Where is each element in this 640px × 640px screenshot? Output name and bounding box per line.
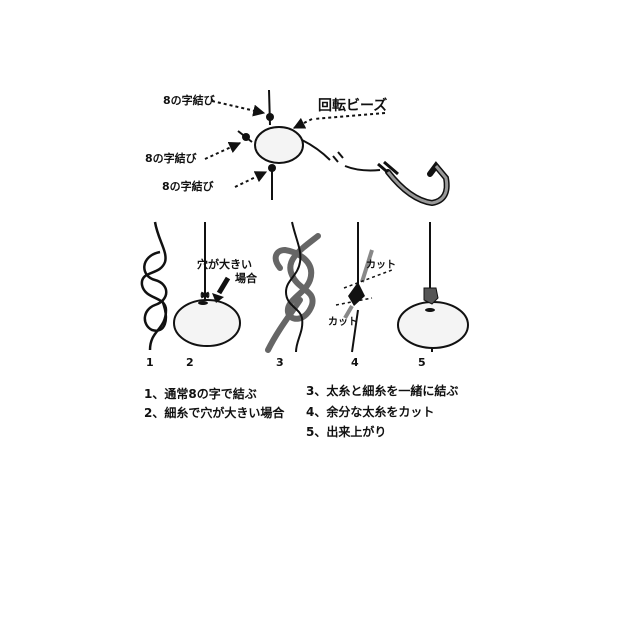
finished-knot bbox=[423, 287, 439, 305]
panel-3-double-knot: 3 bbox=[265, 221, 321, 369]
panel-4-cut-excess: カット カット 4 bbox=[328, 222, 396, 369]
panel-2-large-hole: 穴が大きい 場合 2 bbox=[173, 222, 258, 369]
knot-label-lower: 8の字結び bbox=[162, 179, 215, 193]
bead-label: 回転ビーズ bbox=[318, 97, 387, 114]
large-hole-label-1: 穴が大きい bbox=[197, 257, 252, 271]
large-hole-arrow bbox=[216, 276, 231, 295]
swivel-bead bbox=[254, 126, 304, 164]
cut-line-upper bbox=[343, 269, 393, 289]
pointer-upper bbox=[211, 100, 266, 117]
step-4-text: 4、余分な太糸をカット bbox=[306, 405, 435, 419]
panel-number-5: 5 bbox=[418, 356, 426, 369]
pointer-bead bbox=[292, 117, 313, 129]
step-5-text: 5、出来上がり bbox=[306, 425, 387, 439]
figure-eight-knot-upper bbox=[266, 113, 274, 121]
cut-label-lower: カット bbox=[328, 316, 358, 328]
step-1-text: 1、通常8の字で結ぶ bbox=[144, 387, 257, 401]
swivel-bead-assembly: 8の字結び 8の字結び 8の字結び 回転ビーズ bbox=[145, 89, 450, 207]
cut-label-upper: カット bbox=[366, 259, 396, 271]
panel-number-4: 4 bbox=[351, 356, 359, 369]
panel-number-1: 1 bbox=[146, 356, 154, 369]
cut-line-lower bbox=[335, 297, 373, 306]
panel-5-finished: 5 bbox=[397, 222, 469, 369]
pointer-lower bbox=[234, 171, 268, 188]
pointer-middle bbox=[204, 142, 242, 160]
panel-number-2: 2 bbox=[186, 356, 194, 369]
leader-line bbox=[301, 139, 331, 161]
knot-label-upper: 8の字結び bbox=[163, 93, 216, 107]
panel-2-bead bbox=[173, 299, 241, 347]
panel-number-3: 3 bbox=[276, 356, 284, 369]
panel-1-figure-eight: 1 bbox=[140, 221, 168, 369]
large-hole-label-2: 場合 bbox=[235, 271, 258, 285]
knot-label-middle: 8の字結び bbox=[145, 151, 198, 165]
step-3-text: 3、太糸と細糸を一緒に結ぶ bbox=[306, 384, 459, 398]
step-2-text: 2、細糸で穴が大きい場合 bbox=[144, 406, 285, 420]
figure-eight-knot-lower bbox=[268, 164, 276, 172]
